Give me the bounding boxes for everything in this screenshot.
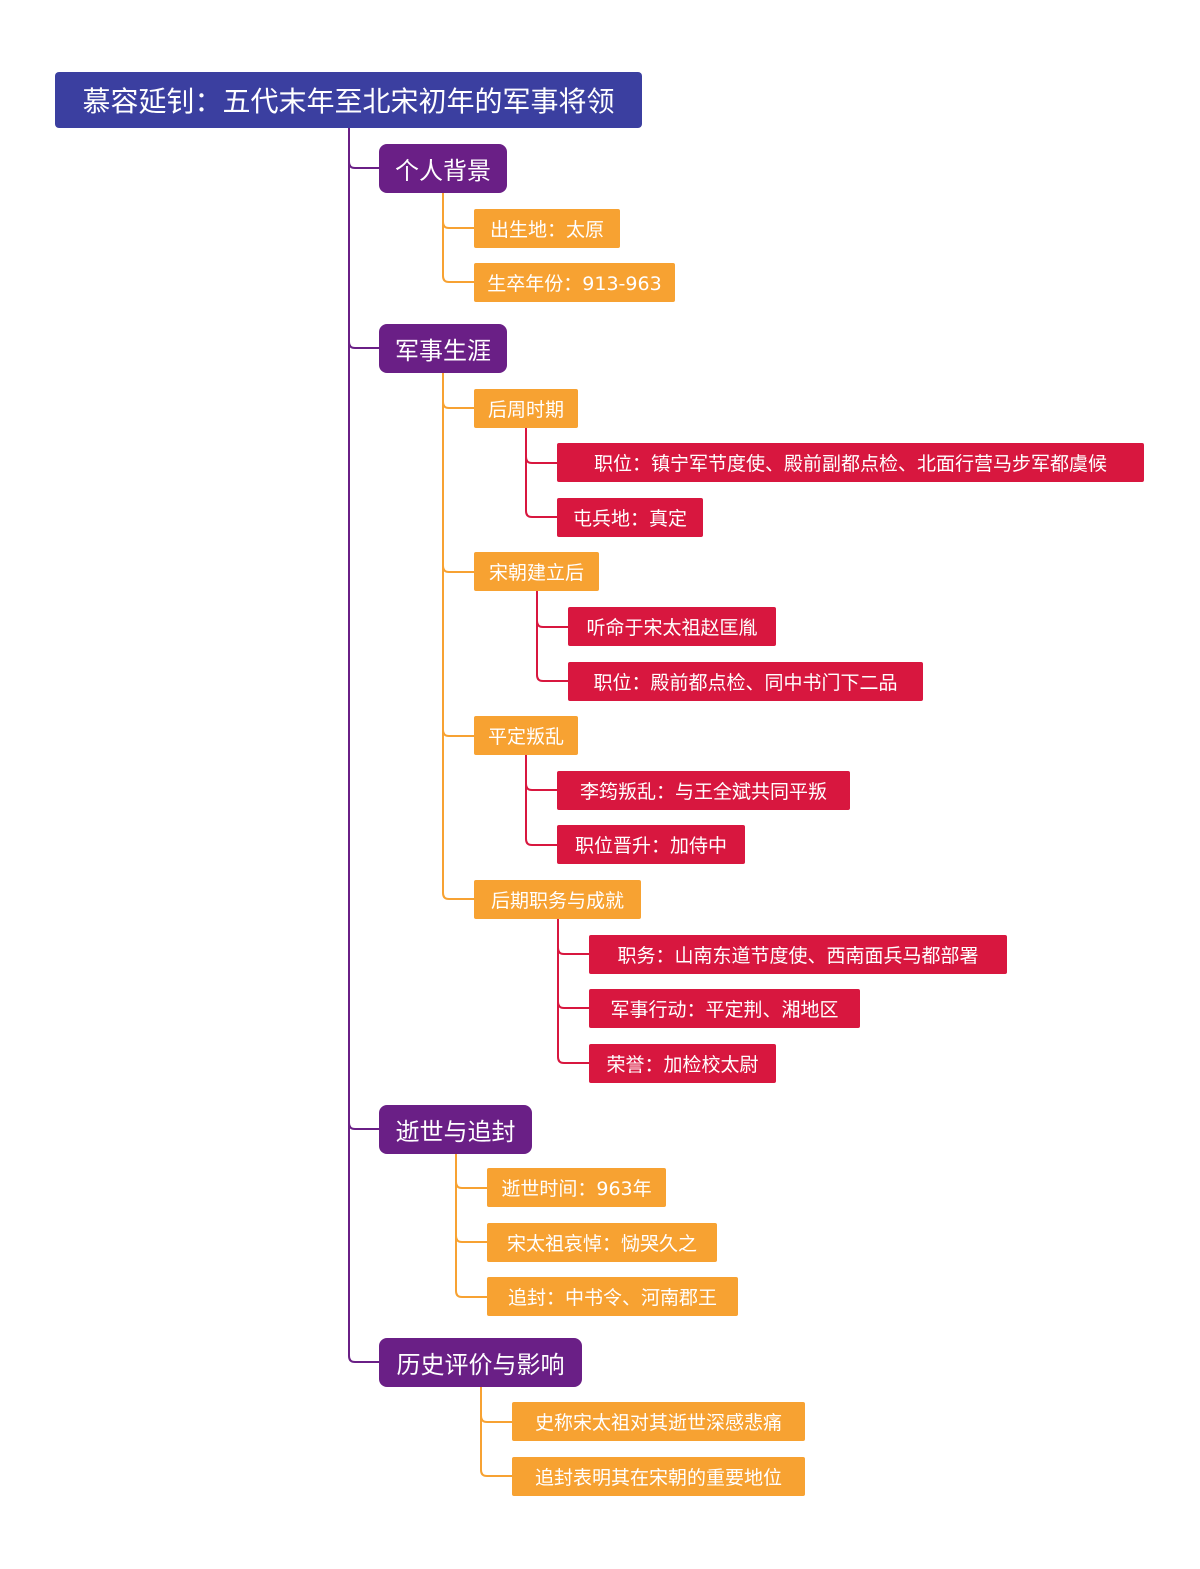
detail-obey-taizu[interactable]: 听命于宋太祖赵匡胤 <box>568 607 776 646</box>
connector-line <box>442 193 474 229</box>
detail-later-zhou-posts[interactable]: 职位：镇宁军节度使、殿前副都点检、北面行营马步军都虞候 <box>557 443 1144 482</box>
connector-line <box>348 128 379 169</box>
connector-line <box>442 373 474 737</box>
section-military-career[interactable]: 军事生涯 <box>379 324 507 373</box>
connector-line <box>348 128 379 1130</box>
detail-military-action[interactable]: 军事行动：平定荆、湘地区 <box>589 989 860 1028</box>
topic-suppress-rebellion[interactable]: 平定叛乱 <box>474 716 578 755</box>
topic-life-years[interactable]: 生卒年份：913-963 <box>474 263 675 302</box>
connector-line <box>442 373 474 573</box>
section-historical-evaluation[interactable]: 历史评价与影响 <box>379 1338 582 1387</box>
connector-line <box>442 373 474 409</box>
connector-line <box>525 755 557 846</box>
topic-importance[interactable]: 追封表明其在宋朝的重要地位 <box>512 1457 805 1496</box>
topic-mourning[interactable]: 宋太祖哀悼：恸哭久之 <box>487 1223 717 1262</box>
connector-line <box>557 919 589 1064</box>
section-personal-background[interactable]: 个人背景 <box>379 144 507 193</box>
topic-later-duties[interactable]: 后期职务与成就 <box>474 880 641 919</box>
connector-line <box>455 1154 487 1189</box>
topic-grief-record[interactable]: 史称宋太祖对其逝世深感悲痛 <box>512 1402 805 1441</box>
root-topic[interactable]: 慕容延钊：五代末年至北宋初年的军事将领 <box>55 72 642 128</box>
connector-line <box>442 193 474 283</box>
connector-line <box>442 373 474 900</box>
section-death-posthumous[interactable]: 逝世与追封 <box>379 1105 532 1154</box>
topic-after-song-founding[interactable]: 宋朝建立后 <box>474 552 599 591</box>
detail-later-duties[interactable]: 职务：山南东道节度使、西南面兵马都部署 <box>589 935 1007 974</box>
detail-honor[interactable]: 荣誉：加检校太尉 <box>589 1044 776 1083</box>
connector-line <box>536 591 568 682</box>
detail-garrison[interactable]: 屯兵地：真定 <box>557 498 703 537</box>
connector-line <box>480 1387 512 1423</box>
topic-posthumous-titles[interactable]: 追封：中书令、河南郡王 <box>487 1277 738 1316</box>
connector-line <box>525 428 557 464</box>
connector-line <box>557 919 589 1009</box>
connector-line <box>455 1154 487 1298</box>
detail-song-posts[interactable]: 职位：殿前都点检、同中书门下二品 <box>568 662 923 701</box>
topic-later-zhou[interactable]: 后周时期 <box>474 389 578 428</box>
connector-line <box>536 591 568 628</box>
connector-line <box>348 128 379 1363</box>
connector-line <box>525 428 557 518</box>
topic-death-time[interactable]: 逝世时间：963年 <box>487 1168 666 1207</box>
topic-birthplace[interactable]: 出生地：太原 <box>474 209 620 248</box>
connector-line <box>455 1154 487 1243</box>
detail-li-yun-rebellion[interactable]: 李筠叛乱：与王全斌共同平叛 <box>557 771 850 810</box>
detail-promotion[interactable]: 职位晋升：加侍中 <box>557 825 745 864</box>
connector-line <box>480 1387 512 1477</box>
connector-line <box>557 919 589 955</box>
connector-line <box>348 128 379 349</box>
connector-line <box>525 755 557 791</box>
